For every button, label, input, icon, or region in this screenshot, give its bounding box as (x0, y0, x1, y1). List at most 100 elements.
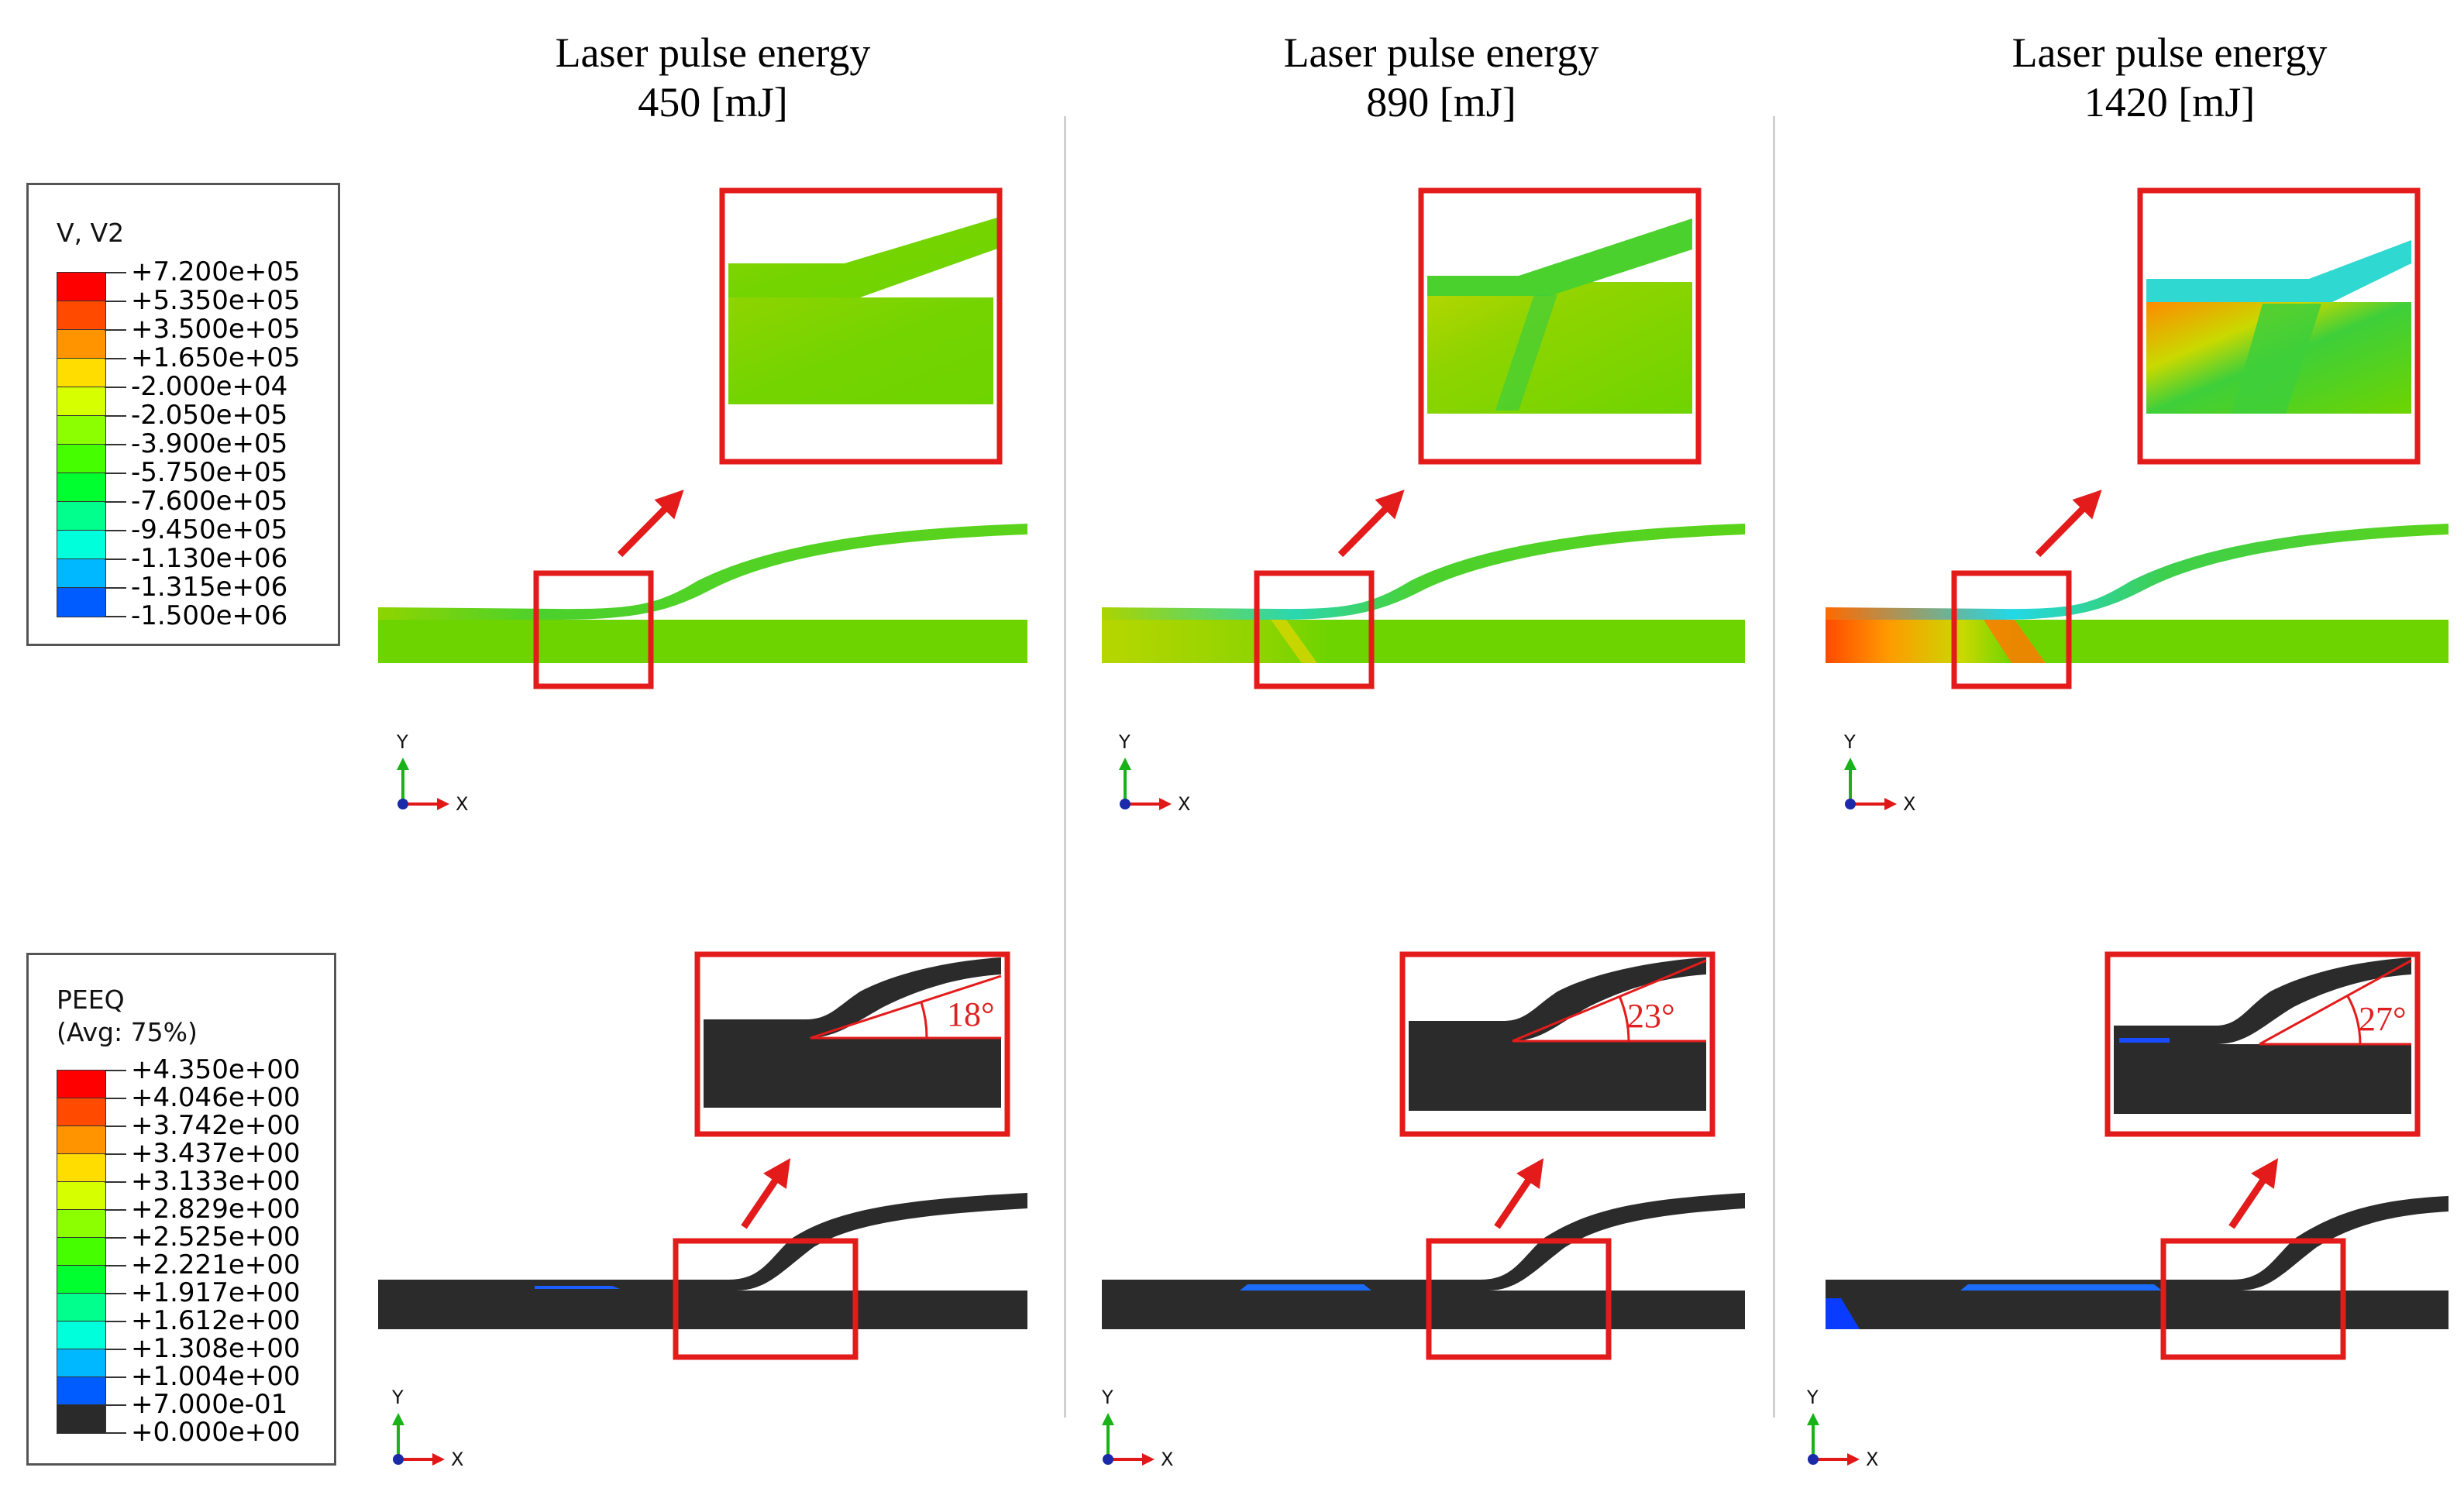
legend-color-swatch (57, 1209, 106, 1239)
legend-color-swatch (57, 530, 106, 560)
zoom-flyer (2146, 240, 2411, 302)
highlight-box (533, 570, 654, 689)
zoom-flyer (1409, 957, 1706, 1041)
zoom-box (1399, 951, 1716, 1137)
legend-value-label: +1.612e+00 (131, 1305, 301, 1336)
legend-value-label: +4.350e+00 (131, 1054, 301, 1085)
legend-value-label: +0.000e+00 (131, 1417, 301, 1448)
legend-value-label: -7.600e+05 (131, 486, 288, 517)
legend-value-label: -3.900e+05 (131, 428, 288, 459)
strain-spot (1960, 1284, 2162, 1291)
legend-tick (105, 1265, 126, 1266)
velocity-panel-450 (378, 187, 1027, 689)
legend-tick (105, 272, 126, 273)
legend-value-label: -2.050e+05 (131, 400, 288, 431)
column-title-890: Laser pulse energy 890 [mJ] (1093, 28, 1790, 127)
strain-panel-890: 23° (1102, 951, 1745, 1360)
highlight-box (2160, 1238, 2346, 1360)
axis-y-label: Y (1843, 731, 1856, 753)
axis-y-label: Y (396, 731, 408, 753)
velocity-legend-title: V, V2 (57, 218, 125, 248)
legend-value-label: +4.046e+00 (131, 1082, 301, 1113)
column-title-line1: Laser pulse energy (2011, 29, 2328, 76)
zoom-arrow (741, 1158, 791, 1229)
legend-value-label: +1.917e+00 (131, 1277, 301, 1308)
legend-color-swatch (57, 1237, 106, 1266)
base-plate (1826, 1291, 2449, 1329)
legend-value-label: -2.000e+04 (131, 371, 288, 402)
legend-tick (105, 1237, 126, 1239)
strain-spot (1240, 1284, 1371, 1291)
angle-line (1512, 959, 1707, 1043)
legend-value-label: +7.000e-01 (131, 1389, 288, 1420)
axis-triad: Y X (1101, 1387, 1173, 1470)
legend-tick (105, 1376, 126, 1378)
axis-triad: Y X (1843, 731, 1915, 815)
column-divider (1064, 116, 1066, 1418)
angle-arc (920, 1002, 928, 1039)
column-title-450: Laser pulse energy 450 [mJ] (364, 28, 1062, 127)
base-plate (378, 1291, 1027, 1329)
legend-color-swatch (57, 444, 106, 474)
legend-tick (105, 1153, 126, 1155)
legend-value-label: -1.315e+06 (131, 572, 288, 603)
axis-y-label: Y (1101, 1387, 1113, 1408)
legend-tick (105, 1349, 126, 1350)
zoom-box (694, 951, 1010, 1137)
legend-tick (105, 1098, 126, 1099)
legend-tick (105, 558, 126, 560)
zoom-arrow (2228, 1158, 2279, 1229)
angle-value: 23° (1627, 997, 1675, 1035)
angle-value: 27° (2359, 1000, 2407, 1038)
legend-value-label: +7.200e+05 (131, 256, 301, 287)
legend-tick (105, 616, 126, 617)
zoom-arrow (1337, 490, 1405, 558)
legend-value-label: +2.829e+00 (131, 1194, 301, 1225)
axis-x-label: X (1178, 793, 1190, 815)
column-title-line2: 1420 [mJ] (2084, 79, 2256, 125)
flyer-plate (1102, 524, 1745, 620)
axis-triad: Y X (1118, 731, 1190, 815)
zoom-box (719, 187, 1003, 465)
base-plate (1102, 620, 1745, 663)
legend-tick (105, 1209, 126, 1211)
column-title-line2: 890 [mJ] (1366, 79, 1516, 125)
legend-color-swatch (57, 587, 106, 617)
angle-arc (2346, 995, 2362, 1045)
zoom-arrow (1494, 1158, 1544, 1229)
axis-y-label: Y (1806, 1387, 1819, 1408)
legend-value-label: +3.742e+00 (131, 1110, 301, 1141)
axis-x-label: X (456, 793, 468, 815)
legend-tick (105, 501, 126, 503)
column-title-1420: Laser pulse energy 1420 [mJ] (1821, 28, 2464, 127)
velocity-panel-890 (1102, 187, 1745, 689)
axis-y-label: Y (391, 1387, 404, 1408)
column-title-line1: Laser pulse energy (1283, 29, 1599, 76)
flyer-plate (1826, 1196, 2449, 1291)
highlight-box (1426, 1238, 1612, 1360)
zoom-base (704, 1038, 1001, 1108)
legend-color-swatch (57, 358, 106, 388)
zoom-box (2104, 951, 2421, 1137)
zoom-base (2114, 1044, 2411, 1114)
legend-value-label: +5.350e+05 (131, 285, 301, 316)
zoom-flyer (728, 217, 1000, 297)
base-plate (378, 620, 1027, 663)
legend-color-swatch (57, 1404, 106, 1434)
strain-panel-1420: 27° (1826, 951, 2449, 1360)
legend-value-label: +1.650e+05 (131, 342, 301, 373)
zoom-base (1427, 282, 1692, 414)
legend-color-swatch (57, 501, 106, 531)
legend-color-swatch (57, 1070, 106, 1099)
base-plate (1102, 1291, 1745, 1329)
shock-front (2232, 304, 2321, 414)
flyer-plate (378, 1193, 1027, 1291)
legend-tick (105, 444, 126, 445)
legend-value-label: +2.525e+00 (131, 1222, 301, 1253)
axis-x-label: X (1161, 1449, 1173, 1470)
axis-x-label: X (451, 1449, 463, 1470)
legend-value-label: +1.308e+00 (131, 1333, 301, 1364)
highlight-box (1254, 570, 1375, 689)
legend-value-label: +1.004e+00 (131, 1361, 301, 1392)
